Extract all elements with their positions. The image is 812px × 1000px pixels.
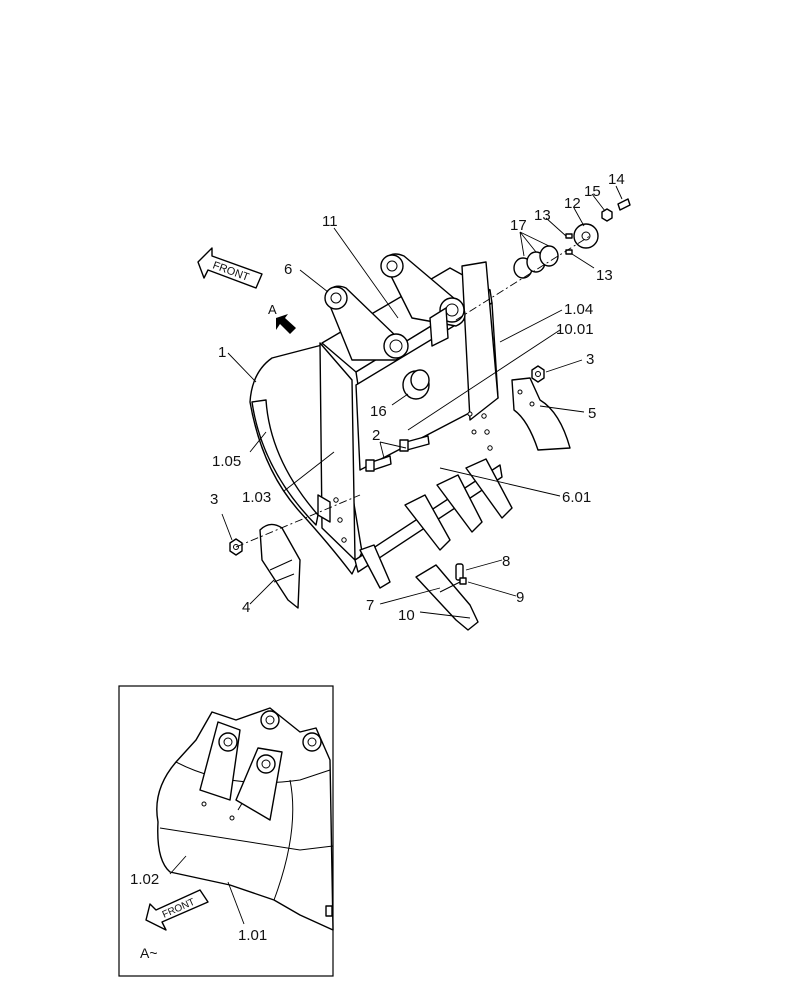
callout-8: 8 xyxy=(502,553,510,570)
side-cutter-left xyxy=(259,523,301,609)
callout-17: 17 xyxy=(510,217,527,234)
exploded-tooth xyxy=(415,564,479,631)
inset-bucket-body xyxy=(156,707,334,931)
callout-1: 1 xyxy=(218,344,226,361)
tooth-pins xyxy=(455,563,467,585)
inset-side-edge xyxy=(273,779,294,901)
cutter-grooves xyxy=(269,559,295,583)
callout-11: 11 xyxy=(322,213,338,230)
leader-lines xyxy=(221,185,623,619)
bolt-hole xyxy=(484,429,490,435)
inset-view-a: FRONT 1.02 1.01 A~ xyxy=(118,685,334,977)
inset-leader xyxy=(227,881,245,925)
callout-16: 16 xyxy=(370,403,387,420)
bushing xyxy=(429,307,449,347)
right-side-plate xyxy=(461,261,499,421)
pin-hole xyxy=(445,303,459,317)
pin-hole xyxy=(389,339,403,353)
view-a-label: A xyxy=(268,302,277,317)
inset-pin-hole xyxy=(265,715,275,725)
inset-top-edge xyxy=(175,761,331,784)
retainer-12 xyxy=(573,223,599,249)
callout-13: 13 xyxy=(596,267,613,284)
callout-6: 6 xyxy=(284,261,292,278)
front-arrow: FRONT xyxy=(197,247,263,289)
bolt-axis xyxy=(235,494,361,548)
inset-tooth-tip xyxy=(325,905,333,917)
tooth xyxy=(465,458,513,519)
callout-7: 7 xyxy=(366,597,374,614)
callout-labels: 14 15 12 13 17 13 11 6 1.04 10.01 3 1 16… xyxy=(210,171,625,624)
view-a-arrow: A xyxy=(268,302,296,334)
callout-3: 3 xyxy=(210,491,218,508)
bolt-head xyxy=(365,459,375,472)
callout-1-02: 1.02 xyxy=(130,871,159,888)
inset-pin-hole xyxy=(307,737,317,747)
bolt-hole xyxy=(487,445,493,451)
callout-14: 14 xyxy=(608,171,625,188)
bolt-hole xyxy=(467,411,473,417)
callout-13: 13 xyxy=(534,207,551,224)
inset-hole xyxy=(201,801,207,807)
side-reinforcement xyxy=(317,494,331,523)
callout-10: 10 xyxy=(398,607,415,624)
bolt-hole xyxy=(337,517,343,523)
pin-13 xyxy=(565,249,573,255)
shim-stack xyxy=(513,245,559,279)
left-side-plate xyxy=(319,342,356,561)
callout-1-04: 1.04 xyxy=(564,301,593,318)
bolt-hole xyxy=(481,413,487,419)
callout-12: 12 xyxy=(564,195,581,212)
bolt-hole xyxy=(517,389,523,395)
nut-right xyxy=(531,365,545,383)
pin-13 xyxy=(565,233,573,239)
inset-front-arrow xyxy=(145,889,209,931)
inset-pin-hole xyxy=(261,759,271,769)
callout-9: 9 xyxy=(516,589,524,606)
inset-leader xyxy=(169,855,187,875)
tooth xyxy=(404,494,451,551)
washer-15 xyxy=(601,208,613,222)
bolt-14 xyxy=(617,198,631,211)
pin-axis xyxy=(455,235,591,321)
bolt-hole xyxy=(341,537,347,543)
callout-2: 2 xyxy=(372,427,380,444)
callout-1-05: 1.05 xyxy=(212,453,241,470)
callout-15: 15 xyxy=(584,183,601,200)
pin-hole xyxy=(330,292,342,304)
bolt-head xyxy=(399,439,409,452)
inset-hole xyxy=(229,815,235,821)
callout-6-01: 6.01 xyxy=(562,489,591,506)
teeth xyxy=(359,458,513,589)
side-cutter-right xyxy=(511,377,571,451)
tooth xyxy=(359,544,391,589)
inset-pin-hole xyxy=(223,737,233,747)
view-a-caption: A~ xyxy=(140,945,158,961)
callout-3: 3 xyxy=(586,351,594,368)
callout-1-03: 1.03 xyxy=(242,489,271,506)
callout-1-01: 1.01 xyxy=(238,927,267,944)
callout-10-01: 10.01 xyxy=(556,321,594,338)
inset-wear-edge xyxy=(159,827,334,851)
tooth xyxy=(436,474,483,533)
callout-4: 4 xyxy=(242,599,250,616)
callout-5: 5 xyxy=(588,405,596,422)
bolt-hole xyxy=(333,497,339,503)
pin-hole xyxy=(386,260,398,272)
pin-16 xyxy=(402,369,430,400)
bolt-hole xyxy=(529,401,535,407)
bolt-hole xyxy=(471,429,477,435)
